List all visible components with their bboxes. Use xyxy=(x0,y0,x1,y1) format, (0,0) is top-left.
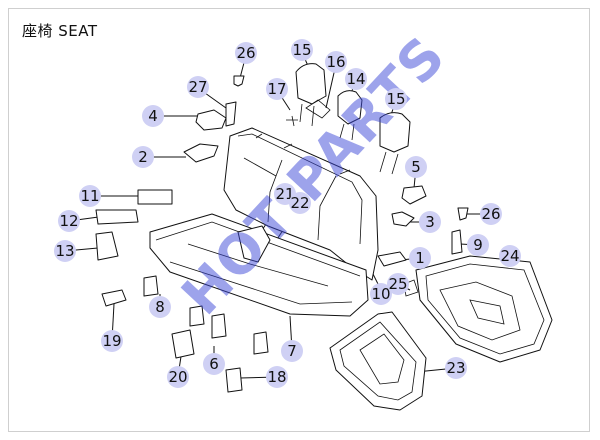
svg-text:9: 9 xyxy=(473,236,483,254)
diagram-frame xyxy=(8,8,590,432)
svg-text:16: 16 xyxy=(326,53,345,71)
svg-text:26: 26 xyxy=(236,44,255,62)
callout-25: 25 xyxy=(387,273,409,295)
page-title: 座椅 SEAT xyxy=(22,22,98,40)
svg-text:4: 4 xyxy=(148,107,158,125)
callout-26-upper: 26 xyxy=(235,42,257,64)
callout-23: 23 xyxy=(445,357,467,379)
svg-text:15: 15 xyxy=(292,41,311,59)
callout-13: 13 xyxy=(54,240,76,262)
svg-text:21: 21 xyxy=(275,185,294,203)
headrest-15-left xyxy=(295,63,327,105)
callout-22: 22 xyxy=(289,192,311,214)
svg-text:12: 12 xyxy=(59,212,78,230)
callout-26-lower: 26 xyxy=(480,203,502,225)
svg-text:8: 8 xyxy=(155,298,165,316)
callout-15-left: 15 xyxy=(291,39,313,61)
svg-text:23: 23 xyxy=(446,359,465,377)
callout-18: 18 xyxy=(266,366,288,388)
cushion-frame xyxy=(329,311,427,411)
svg-text:10: 10 xyxy=(371,285,390,303)
callout-20: 20 xyxy=(167,366,189,388)
svg-text:17: 17 xyxy=(267,80,286,98)
headrests xyxy=(286,63,411,175)
callout-11: 11 xyxy=(79,185,101,207)
small-parts xyxy=(95,75,469,393)
svg-text:11: 11 xyxy=(80,187,99,205)
callout-15-right: 15 xyxy=(385,88,407,110)
svg-text:26: 26 xyxy=(481,205,500,223)
svg-text:13: 13 xyxy=(55,242,74,260)
svg-text:19: 19 xyxy=(102,332,121,350)
svg-text:27: 27 xyxy=(188,78,207,96)
callout-7: 7 xyxy=(281,340,303,362)
callout-1: 1 xyxy=(409,247,431,269)
headrest-15-right xyxy=(379,112,411,153)
callout-16: 16 xyxy=(325,51,347,73)
callout-4: 4 xyxy=(142,105,164,127)
svg-text:15: 15 xyxy=(386,90,405,108)
svg-text:18: 18 xyxy=(267,368,286,386)
svg-text:20: 20 xyxy=(168,368,187,386)
callout-8: 8 xyxy=(149,296,171,318)
callout-24: 24 xyxy=(499,245,521,267)
svg-text:24: 24 xyxy=(500,247,519,265)
seat-cushion xyxy=(149,213,369,317)
svg-text:2: 2 xyxy=(138,148,148,166)
svg-text:7: 7 xyxy=(287,342,297,360)
svg-text:3: 3 xyxy=(425,213,435,231)
svg-text:14: 14 xyxy=(346,70,365,88)
callout-12: 12 xyxy=(58,210,80,232)
svg-text:25: 25 xyxy=(388,275,407,293)
callout-17: 17 xyxy=(266,78,288,100)
svg-text:1: 1 xyxy=(415,249,425,267)
callout-3: 3 xyxy=(419,211,441,233)
callout-14: 14 xyxy=(345,68,367,90)
callout-6: 6 xyxy=(203,353,225,375)
callout-9: 9 xyxy=(467,234,489,256)
callout-5: 5 xyxy=(405,156,427,178)
headrest-14 xyxy=(337,90,363,125)
seat-back-frame xyxy=(415,255,553,363)
svg-text:6: 6 xyxy=(209,355,219,373)
callout-2: 2 xyxy=(132,146,154,168)
callout-27: 27 xyxy=(187,76,209,98)
svg-text:22: 22 xyxy=(290,194,309,212)
callout-19: 19 xyxy=(101,330,123,352)
callout-10: 10 xyxy=(370,283,392,305)
svg-text:5: 5 xyxy=(411,158,421,176)
